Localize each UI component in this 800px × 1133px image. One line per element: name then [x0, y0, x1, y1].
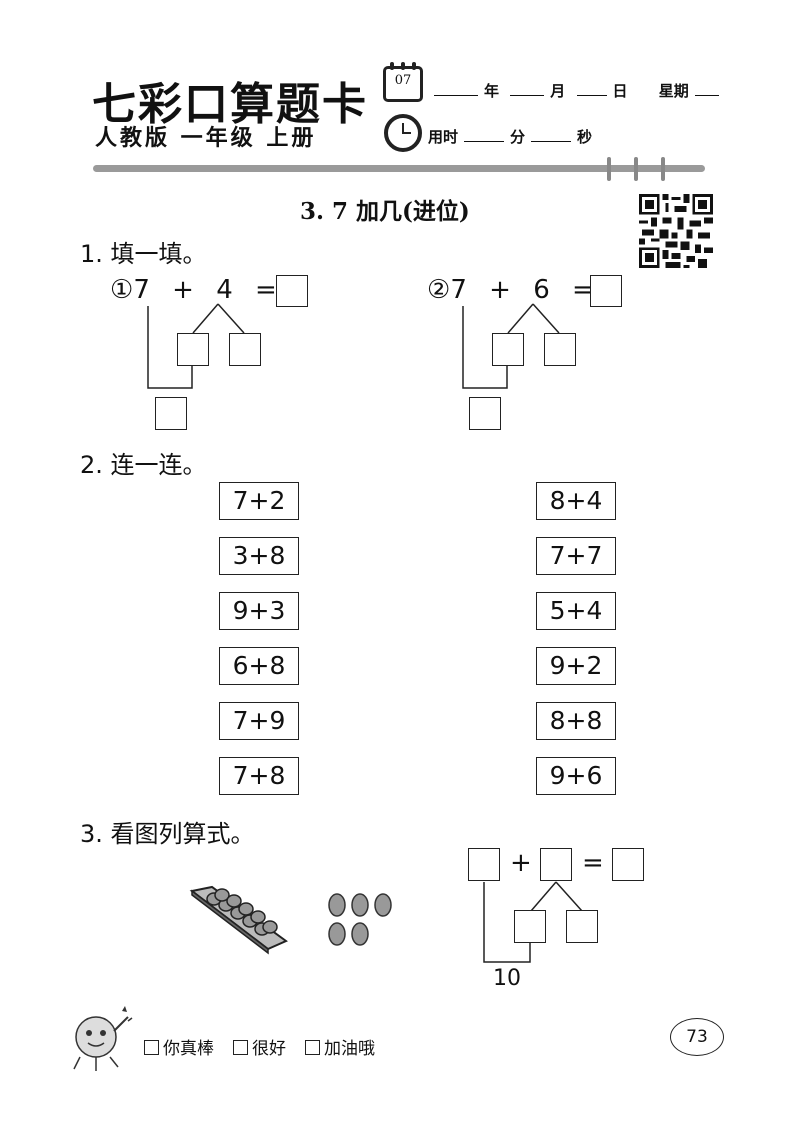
- calendar-number: 07: [394, 73, 412, 88]
- problem1-left: 7: [133, 275, 150, 305]
- divider-pin: [661, 157, 665, 181]
- time-fields: 用时 分 秒: [428, 126, 592, 147]
- year-label: 年: [484, 82, 500, 100]
- left-expression[interactable]: 7+9: [219, 702, 299, 740]
- left-expression[interactable]: 7+8: [219, 757, 299, 795]
- s3-lines: [483, 881, 583, 963]
- checkbox[interactable]: [144, 1040, 159, 1055]
- problem1-eq: =: [255, 275, 277, 305]
- header-divider: [93, 165, 705, 172]
- lesson-title: 3. 7 加几(进位): [300, 198, 470, 225]
- right-expression[interactable]: 9+6: [536, 757, 616, 795]
- checkbox[interactable]: [305, 1040, 320, 1055]
- problem2-split-box-a[interactable]: [492, 333, 524, 366]
- s3-answer-box[interactable]: [612, 848, 644, 881]
- brand-title: 七彩口算题卡: [92, 79, 368, 130]
- clock-icon: [384, 114, 422, 152]
- divider-pin: [607, 157, 611, 181]
- s3-addend2-box[interactable]: [540, 848, 572, 881]
- divider-pin: [634, 157, 638, 181]
- problem2-op: +: [489, 275, 511, 305]
- problem1-sum-box[interactable]: [155, 397, 187, 430]
- section3-title: 3. 看图列算式。: [80, 820, 255, 848]
- checkbox[interactable]: [233, 1040, 248, 1055]
- s3-ten-label: 10: [493, 966, 521, 991]
- time-used-label: 用时: [428, 128, 459, 146]
- s3-equals: =: [582, 848, 604, 878]
- problem1-right: 4: [216, 275, 233, 305]
- problem1-lines: [147, 303, 245, 389]
- s3-split-box-a[interactable]: [514, 910, 546, 943]
- mascot-image: [73, 1006, 133, 1071]
- minutes-label: 分: [510, 128, 526, 146]
- problem1-op: +: [172, 275, 194, 305]
- right-expression[interactable]: 8+4: [536, 482, 616, 520]
- left-expression[interactable]: 3+8: [219, 537, 299, 575]
- left-expression[interactable]: 6+8: [219, 647, 299, 685]
- eggs-image: [328, 893, 392, 946]
- problem2-equation: ②7 + 6 =: [427, 275, 594, 305]
- month-label: 月: [550, 82, 566, 100]
- s3-plus: +: [510, 848, 532, 878]
- rating-option[interactable]: 你真棒: [144, 1034, 214, 1059]
- s3-addend1-box[interactable]: [468, 848, 500, 881]
- problem2-answer-box[interactable]: [590, 275, 622, 307]
- problem2-left: 7: [450, 275, 467, 305]
- seconds-label: 秒: [577, 128, 593, 146]
- problem1-marker: ①: [110, 275, 134, 305]
- problem2-right: 6: [533, 275, 550, 305]
- problem2-split-box-b[interactable]: [544, 333, 576, 366]
- right-expression[interactable]: 9+2: [536, 647, 616, 685]
- left-expression[interactable]: 7+2: [219, 482, 299, 520]
- egg-tray-image: [189, 885, 288, 955]
- page-number: 73: [670, 1018, 724, 1056]
- problem1-split-box-b[interactable]: [229, 333, 261, 366]
- left-expression[interactable]: 9+3: [219, 592, 299, 630]
- calendar-icon: 07: [383, 62, 423, 102]
- problem2-sum-box[interactable]: [469, 397, 501, 430]
- qr-code: [639, 194, 713, 268]
- problem1-split-box-a[interactable]: [177, 333, 209, 366]
- edition-subtitle: 人教版 一年级 上册: [95, 126, 317, 151]
- week-label: 星期: [658, 82, 689, 100]
- rating-option[interactable]: 加油哦: [305, 1034, 375, 1059]
- right-expression[interactable]: 5+4: [536, 592, 616, 630]
- problem2-marker: ②: [427, 275, 451, 305]
- section2-title: 2. 连一连。: [80, 451, 207, 479]
- right-expression[interactable]: 8+8: [536, 702, 616, 740]
- day-label: 日: [612, 82, 628, 100]
- date-fields: 年 月 日 星期: [428, 80, 725, 101]
- problem1-answer-box[interactable]: [276, 275, 308, 307]
- problem2-eq: =: [572, 275, 594, 305]
- problem2-lines: [462, 303, 560, 389]
- s3-split-box-b[interactable]: [566, 910, 598, 943]
- rating-option[interactable]: 很好: [233, 1034, 286, 1059]
- right-expression[interactable]: 7+7: [536, 537, 616, 575]
- section1-title: 1. 填一填。: [80, 240, 207, 268]
- problem1-equation: ①7 + 4 =: [110, 275, 277, 305]
